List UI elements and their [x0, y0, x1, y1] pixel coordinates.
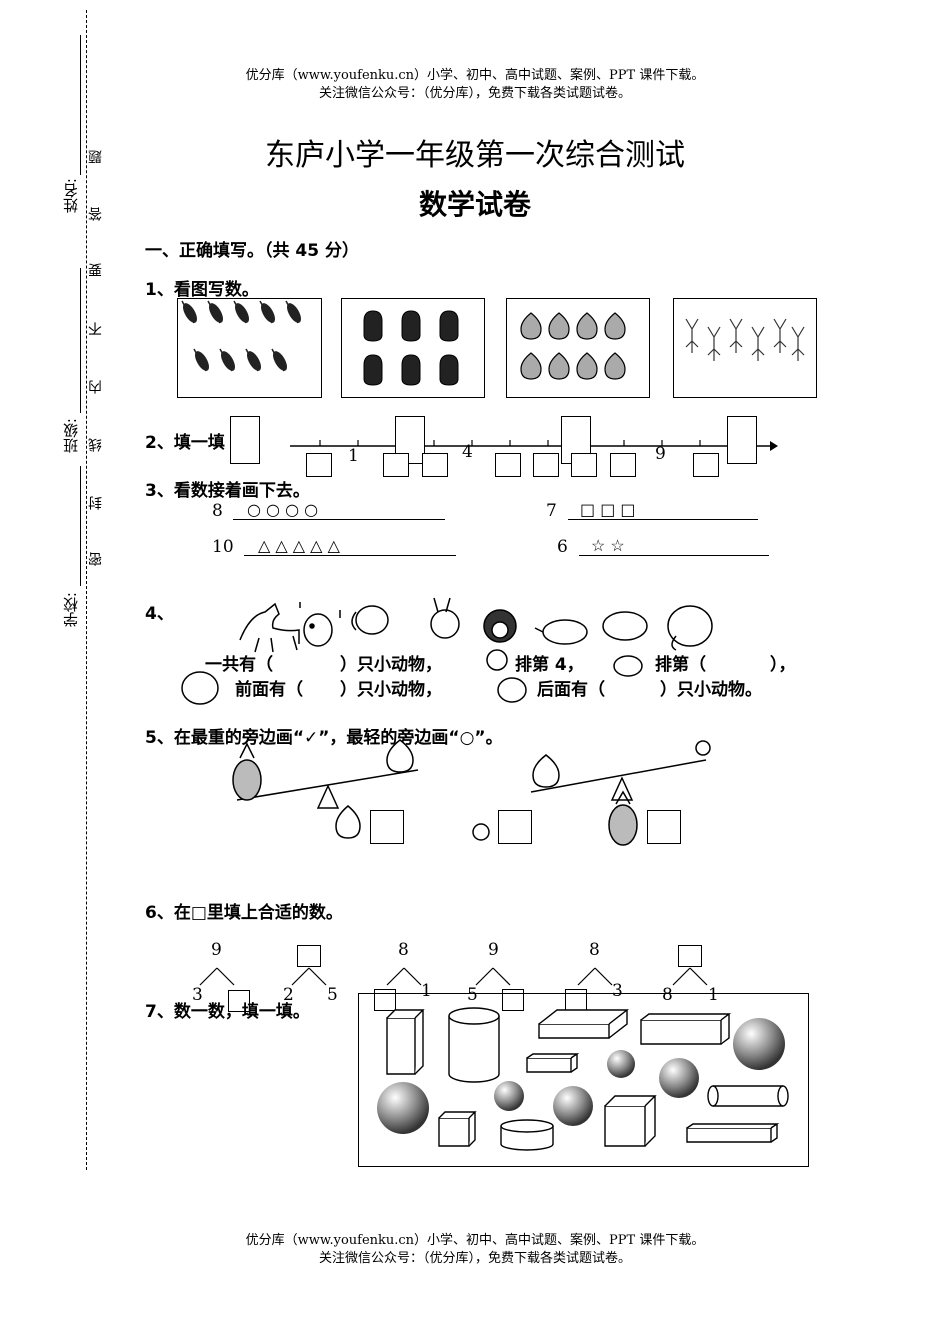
- tick-answer-box[interactable]: [422, 453, 448, 477]
- bond-top: 8: [589, 940, 600, 960]
- bond-right-box[interactable]: [228, 990, 250, 1012]
- number-line-label: 1: [348, 446, 359, 466]
- q5-answer-box[interactable]: [370, 810, 404, 844]
- q3-number: 8: [212, 501, 223, 521]
- q5-answer-box[interactable]: [647, 810, 681, 844]
- q3-drawing-line[interactable]: △ △ △ △ △: [244, 536, 456, 556]
- shrimp-picture-box: [177, 298, 322, 398]
- footer-line-1: 优分库（www.youfenku.cn）小学、初中、高中试题、案例、PPT 课件…: [245, 1233, 705, 1248]
- q3-number: 7: [546, 501, 557, 521]
- bond-left: 8: [662, 985, 673, 1005]
- q5-answer-box[interactable]: [498, 810, 532, 844]
- binding-dashed-line: [86, 10, 87, 1170]
- q3-drawing-line[interactable]: ☆ ☆: [579, 536, 769, 556]
- pear-icons: [520, 312, 626, 380]
- number-line-answer-box[interactable]: [230, 416, 260, 464]
- page-title: 东庐小学一年级第一次综合测试: [265, 138, 685, 173]
- number-line-answer-box[interactable]: [727, 416, 757, 464]
- q4-line2-a: 前面有（: [235, 680, 303, 700]
- bond-right: 5: [327, 985, 338, 1005]
- q4-line1-a: 一共有（: [205, 655, 273, 675]
- q3-number: 6: [557, 537, 568, 557]
- shrimp-icons: [181, 300, 301, 372]
- number-line-label: 4: [462, 442, 473, 462]
- q7-label: 7、数一数，填一填。: [145, 1002, 310, 1022]
- bag-icons: [363, 310, 459, 386]
- page-subtitle: 数学试卷: [418, 188, 531, 221]
- bond-top: 9: [211, 940, 222, 960]
- tick-answer-box[interactable]: [693, 453, 719, 477]
- q2-label: 2、填一填: [145, 433, 225, 453]
- q4-line1-c: 排第 4，: [515, 655, 584, 675]
- section-1-heading: 一、正确填写。（共 45 分）: [145, 241, 359, 261]
- header-line-1: 优分库（www.youfenku.cn）小学、初中、高中试题、案例、PPT 课件…: [245, 68, 705, 83]
- header-line-2: 关注微信公众号：（优分库），免费下载各类试题试卷。: [318, 86, 631, 101]
- bond-top-box[interactable]: [678, 945, 702, 967]
- bond-right: 3: [612, 981, 623, 1001]
- tick-answer-box[interactable]: [533, 453, 559, 477]
- tick-answer-box[interactable]: [610, 453, 636, 477]
- q3-drawing-line[interactable]: □ □ □: [568, 500, 758, 520]
- bond-left: 5: [467, 985, 478, 1005]
- bond-right: 1: [708, 985, 719, 1005]
- q4-label: 4、: [145, 604, 174, 624]
- q4-line1-b: ）只小动物，: [340, 655, 442, 675]
- footer-line-2: 关注微信公众号：（优分库），免费下载各类试题试卷。: [318, 1251, 631, 1266]
- solid-shapes-illustration: [377, 1007, 789, 1151]
- bond-top: 8: [398, 940, 409, 960]
- bond-right-box[interactable]: [502, 989, 524, 1011]
- tick-answer-box[interactable]: [306, 453, 332, 477]
- school-line: [80, 466, 81, 586]
- bond-right: 1: [421, 981, 432, 1001]
- bond-left-box[interactable]: [374, 989, 396, 1011]
- q4-line2-b: ）只小动物，: [340, 680, 442, 700]
- tick-answer-box[interactable]: [495, 453, 521, 477]
- tick-answer-box[interactable]: [571, 453, 597, 477]
- class-line: [80, 268, 81, 413]
- bag-picture-box: [341, 298, 485, 398]
- bond-left: 2: [283, 985, 294, 1005]
- solid-shapes-box: [358, 993, 809, 1167]
- q4-line1-e: ），: [770, 655, 796, 675]
- bond-left: 3: [192, 985, 203, 1005]
- flower-icons: [685, 318, 805, 361]
- q5-label: 5、在最重的旁边画“✓”，最轻的旁边画“○”。: [145, 728, 503, 748]
- q1-label: 1、看图写数。: [145, 280, 259, 300]
- q4-line1-d: 排第（: [655, 655, 706, 675]
- name-line: [80, 35, 81, 175]
- tick-answer-box[interactable]: [383, 453, 409, 477]
- q6-label: 6、在□里填上合适的数。: [145, 903, 343, 923]
- q4-line2-c: 后面有（: [537, 680, 605, 700]
- q3-label: 3、看数接着画下去。: [145, 481, 310, 501]
- bond-top-box[interactable]: [297, 945, 321, 967]
- number-line-label: 9: [655, 444, 666, 464]
- pear-picture-box: [506, 298, 650, 398]
- q3-drawing-line[interactable]: ○ ○ ○ ○: [233, 500, 445, 520]
- flower-picture-box: [673, 298, 817, 398]
- bond-top: 9: [488, 940, 499, 960]
- q3-number: 10: [212, 537, 234, 557]
- q4-line2-d: ）只小动物。: [660, 680, 762, 700]
